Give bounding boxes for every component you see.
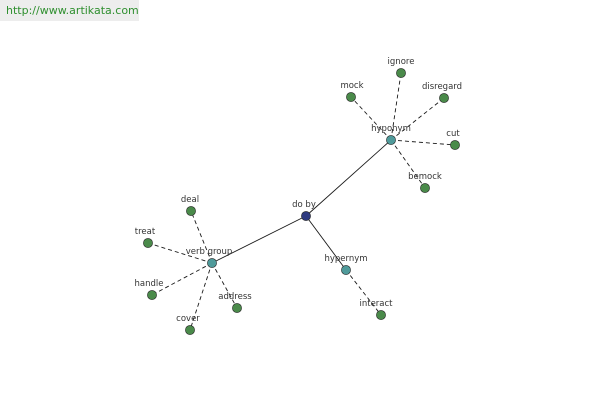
- edge-verb-group-to-cover: [189, 262, 213, 331]
- label-layer: do by hyponym ignore mock disregard cut bemock…: [135, 57, 463, 324]
- edge-hyponym-to-bemock: [390, 139, 426, 189]
- edge-verb-group-to-address: [211, 262, 238, 309]
- node-ignore[interactable]: [396, 68, 406, 78]
- edge-do-by-to-hypernym: [305, 215, 347, 271]
- site-url-banner[interactable]: http://www.artikata.com: [0, 0, 139, 21]
- label-interact[interactable]: interact: [359, 299, 393, 309]
- label-bemock[interactable]: bemock: [408, 172, 442, 182]
- edge-hyponym-to-cut: [390, 139, 456, 146]
- label-verb-group[interactable]: verb group: [186, 247, 233, 257]
- node-deal[interactable]: [186, 206, 196, 216]
- node-interact[interactable]: [376, 310, 386, 320]
- label-hyponym[interactable]: hyponym: [371, 124, 411, 134]
- label-deal[interactable]: deal: [181, 195, 199, 205]
- node-hypernym[interactable]: [341, 265, 351, 275]
- label-handle[interactable]: handle: [135, 279, 164, 289]
- node-layer: [143, 68, 460, 335]
- edge-layer: [147, 72, 456, 331]
- edge-hyponym-to-mock: [350, 96, 392, 141]
- edge-verb-group-to-deal: [190, 210, 213, 264]
- label-address[interactable]: address: [218, 292, 252, 302]
- node-address[interactable]: [232, 303, 242, 313]
- edge-hyponym-to-disregard: [390, 97, 445, 141]
- node-handle[interactable]: [147, 290, 157, 300]
- label-mock[interactable]: mock: [340, 81, 363, 91]
- label-do-by[interactable]: do by: [292, 200, 316, 210]
- edge-hypernym-to-interact: [345, 269, 382, 316]
- edge-verb-group-to-handle: [151, 262, 213, 296]
- node-cover[interactable]: [185, 325, 195, 335]
- node-cut[interactable]: [450, 140, 460, 150]
- label-cover[interactable]: cover: [176, 314, 200, 324]
- edge-hyponym-to-ignore: [390, 72, 402, 141]
- label-ignore[interactable]: ignore: [388, 57, 415, 67]
- label-disregard[interactable]: disregard: [422, 82, 462, 92]
- node-do-by[interactable]: [301, 211, 311, 221]
- label-cut[interactable]: cut: [446, 129, 460, 139]
- label-hypernym[interactable]: hypernym: [324, 254, 367, 264]
- node-treat[interactable]: [143, 238, 153, 248]
- node-hyponym[interactable]: [386, 135, 396, 145]
- edge-do-by-to-verb-group: [211, 215, 307, 264]
- node-bemock[interactable]: [420, 183, 430, 193]
- node-verb-group[interactable]: [207, 258, 217, 268]
- label-treat[interactable]: treat: [135, 227, 156, 237]
- edge-do-by-to-hyponym: [305, 139, 392, 217]
- node-mock[interactable]: [346, 92, 356, 102]
- node-disregard[interactable]: [439, 93, 449, 103]
